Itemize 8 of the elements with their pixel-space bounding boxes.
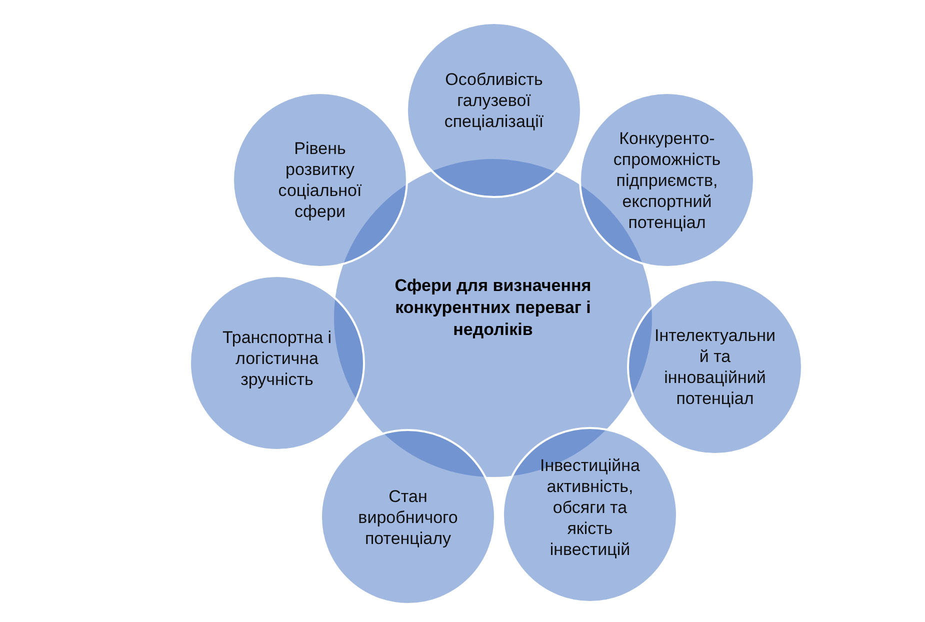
circle-label: Інвестиційна активність, обсяги та якість інвестицій	[538, 454, 642, 560]
central-label: Сфери для визначення конкурентних переваг і недоліків	[394, 275, 592, 341]
circle-label: Конкуренто-спроможність підприємств, експортний потенціал	[612, 128, 722, 232]
circle-label: Рівень розвитку соціальної сфери	[277, 138, 363, 222]
circle-label: Особливість галузевої спеціалізації	[443, 68, 545, 132]
circle-label: Транспортна і логістична зручність	[221, 326, 333, 390]
circle-label: Інтелектуальний та інноваційний потенціал	[654, 325, 776, 409]
circle-label: Стан виробничого потенціалу	[357, 486, 459, 548]
